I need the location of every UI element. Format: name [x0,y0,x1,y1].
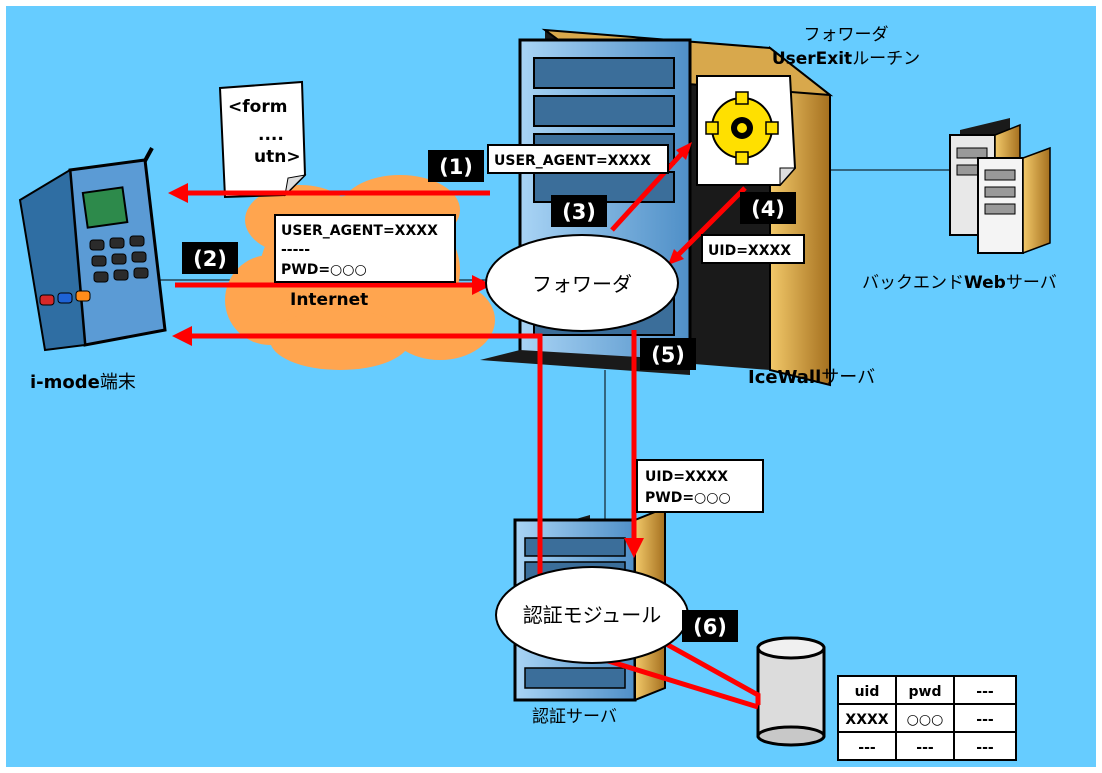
step-badge-2: (2) [182,242,238,274]
userexit-title-bold: UserExit [772,49,852,69]
db-cell-r1c2: ○○○ [907,712,944,728]
userexit-title-line-1: フォワーダ [804,25,889,45]
user-agent-text: USER_AGENT=XXXX [494,153,651,169]
userexit-title-routine: ルーチン [852,49,920,69]
db-header-pwd: pwd [909,684,942,700]
auth-module-label: 認証モジュール [523,603,662,627]
request-line-2: ----- [281,242,310,258]
form-line-2: .... [258,125,284,145]
form-line-3: utn> [254,147,301,167]
step-badge-6: (6) [682,610,738,642]
user-agent-box: USER_AGENT=XXXX [488,145,668,173]
db-cell-r2c3: --- [976,740,994,756]
icewall-label-a: IceWall [748,367,821,388]
db-cell-r2c1: --- [858,740,876,756]
step-6-label: (6) [693,615,727,639]
step-1-label: (1) [439,155,473,179]
db-table: uid pwd --- XXXX ○○○ --- --- --- --- [838,676,1016,760]
userexit-routine-icon [697,76,795,185]
db-cell-r1c1: XXXX [845,712,888,728]
db-header-uid: uid [855,684,880,700]
backend-label-b: Web [964,273,1006,293]
step-3-label: (3) [562,200,596,224]
uid-return-text: UID=XXXX [708,243,791,259]
imode-label-a: i-mode [30,372,100,393]
step-badge-4: (4) [740,192,796,224]
request-line-3: PWD=○○○ [281,262,367,278]
icewall-server-label: IceWallサーバ [748,367,875,388]
request-box: USER_AGENT=XXXX ----- PWD=○○○ [275,215,455,282]
internet-label: Internet [290,290,368,310]
auth-server-label: 認証サーバ [532,707,617,727]
db-cell-r1c3: --- [976,712,994,728]
step-4-label: (4) [751,197,785,221]
form-document-icon: <form .... utn> [220,82,305,197]
imode-terminal-label: i-mode端末 [30,372,136,393]
backend-server-label: バックエンドWebサーバ [862,273,1057,293]
step-5-label: (5) [651,343,685,367]
auth-request-box: UID=XXXX PWD=○○○ [637,460,763,512]
db-header-more: --- [976,684,994,700]
backend-label-a: バックエンド [862,273,964,293]
request-line-1: USER_AGENT=XXXX [281,223,438,239]
icewall-label-b: サーバ [821,367,875,388]
step-badge-5: (5) [640,338,696,370]
forwarder-label: フォワーダ [532,272,632,296]
database-icon [758,638,824,745]
step-2-label: (2) [193,247,227,271]
db-cell-r2c2: --- [916,740,934,756]
form-line-1: <form [228,97,287,117]
backend-label-c: サーバ [1006,273,1057,293]
auth-request-line-2: PWD=○○○ [645,490,731,506]
auth-request-line-1: UID=XXXX [645,469,728,485]
step-badge-3: (3) [551,195,607,227]
step-badge-1: (1) [428,150,484,182]
uid-return-box: UID=XXXX [702,235,804,263]
imode-label-b: 端末 [100,372,136,393]
userexit-title-line-2: UserExitルーチン [772,49,920,69]
